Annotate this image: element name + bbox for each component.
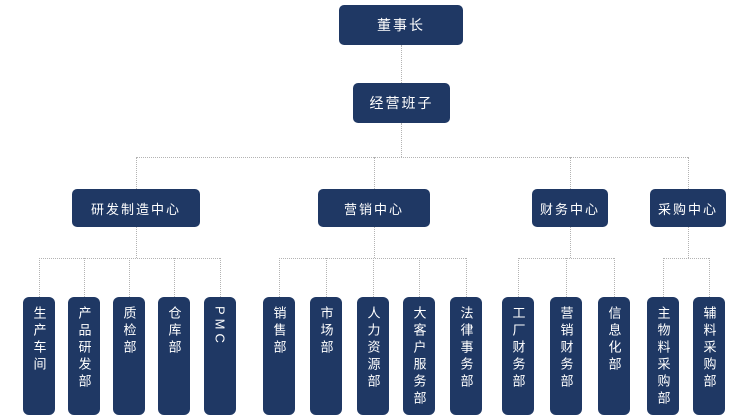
- connector-management-drop: [401, 123, 402, 157]
- connector-procurement-dept-2: [709, 258, 710, 297]
- connector-to-finance-center: [570, 157, 571, 189]
- connector-marketing-dept-4: [419, 258, 420, 297]
- connector-rd-dept-4: [174, 258, 175, 297]
- dept-label: 营销财务部: [558, 306, 574, 391]
- node-dept-product-rd: 产品研发部: [68, 297, 100, 415]
- node-dept-information: 信息化部: [598, 297, 630, 415]
- dept-label: 人力资源部: [365, 306, 381, 391]
- connector-procurement-dept-1: [663, 258, 664, 297]
- connector-chairman-management: [401, 45, 402, 83]
- node-dept-market: 市场部: [310, 297, 342, 415]
- dept-label: 信息化部: [606, 306, 622, 374]
- connector-finance-dept-3: [614, 258, 615, 297]
- connector-centers-bus: [136, 157, 688, 158]
- connector-to-rd-center: [136, 157, 137, 189]
- connector-marketing-dept-5: [466, 258, 467, 297]
- node-dept-quality-inspection: 质检部: [113, 297, 145, 415]
- node-procurement-center: 采购中心: [650, 189, 726, 227]
- node-dept-human-resources: 人力资源部: [357, 297, 389, 415]
- node-dept-factory-finance: 工厂财务部: [502, 297, 534, 415]
- node-dept-warehouse: 仓库部: [158, 297, 190, 415]
- dept-label: 仓库部: [166, 306, 182, 357]
- node-dept-pmc: PMC: [204, 297, 236, 415]
- node-management-team: 经营班子: [353, 83, 450, 123]
- connector-marketing-dept-3: [373, 258, 374, 297]
- dept-label: 质检部: [121, 306, 137, 357]
- connector-rd-dept-1: [39, 258, 40, 297]
- connector-finance-dept-1: [518, 258, 519, 297]
- connector-finance-dept-2: [566, 258, 567, 297]
- connector-to-marketing-center: [374, 157, 375, 189]
- connector-marketing-bus: [279, 258, 466, 259]
- connector-marketing-drop: [374, 227, 375, 258]
- connector-finance-drop: [570, 227, 571, 258]
- connector-marketing-dept-1: [279, 258, 280, 297]
- node-dept-sales: 销售部: [263, 297, 295, 415]
- dept-label: PMC: [212, 306, 228, 347]
- dept-label: 主物料采购部: [655, 306, 671, 408]
- node-finance-center: 财务中心: [532, 189, 608, 227]
- connector-rd-dept-2: [84, 258, 85, 297]
- dept-label: 工厂财务部: [510, 306, 526, 391]
- connector-rd-dept-5: [220, 258, 221, 297]
- node-dept-marketing-finance: 营销财务部: [550, 297, 582, 415]
- node-dept-key-account-service: 大客户服务部: [403, 297, 435, 415]
- connector-procurement-drop: [688, 227, 689, 258]
- node-dept-main-material-procurement: 主物料采购部: [647, 297, 679, 415]
- dept-label: 法律事务部: [458, 306, 474, 391]
- node-dept-auxiliary-material-procurement: 辅料采购部: [693, 297, 725, 415]
- connector-to-procurement-center: [688, 157, 689, 189]
- dept-label: 产品研发部: [76, 306, 92, 391]
- connector-marketing-dept-2: [326, 258, 327, 297]
- dept-label: 销售部: [271, 306, 287, 357]
- node-marketing-center: 营销中心: [318, 189, 430, 227]
- connector-procurement-bus: [663, 258, 709, 259]
- dept-label: 大客户服务部: [411, 306, 427, 408]
- node-rd-manufacturing-center: 研发制造中心: [72, 189, 200, 227]
- connector-rd-dept-3: [129, 258, 130, 297]
- connector-rd-drop: [136, 227, 137, 258]
- dept-label: 辅料采购部: [701, 306, 717, 391]
- dept-label: 生产车间: [31, 306, 47, 374]
- node-dept-production-workshop: 生产车间: [23, 297, 55, 415]
- node-chairman: 董事长: [339, 5, 463, 45]
- dept-label: 市场部: [318, 306, 334, 357]
- node-dept-legal-affairs: 法律事务部: [450, 297, 482, 415]
